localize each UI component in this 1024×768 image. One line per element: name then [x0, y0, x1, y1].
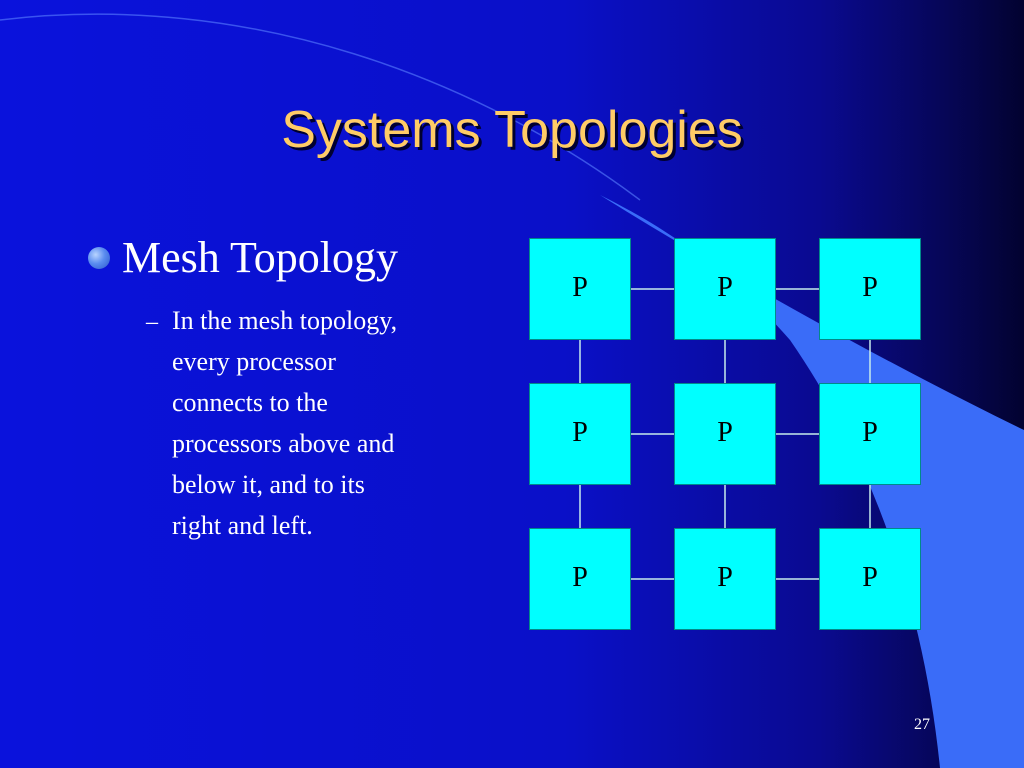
sub-bullet-line: right and left. [172, 511, 313, 540]
sub-bullet-line: processors above and [172, 429, 395, 458]
processor-node: P [819, 383, 921, 485]
sub-bullet-line: In the mesh topology, [172, 306, 398, 335]
bullet-text: Mesh Topology [122, 233, 399, 282]
swoosh-line [0, 13, 641, 201]
slide-title: Systems Topologies [281, 101, 743, 159]
page-number: 27 [914, 716, 930, 733]
processor-node: P [529, 238, 631, 340]
bullet-dot-icon [88, 246, 110, 269]
sub-bullet-dash: – [146, 309, 158, 335]
processor-node: P [819, 528, 921, 630]
bullet-mesh-topology: Mesh Topology [88, 232, 398, 283]
sub-bullet-line: connects to the [172, 388, 328, 417]
processor-node: P [674, 383, 776, 485]
processor-node: P [529, 528, 631, 630]
processor-node: P [674, 528, 776, 630]
processor-node: P [819, 238, 921, 340]
sub-bullet-line: every processor [172, 347, 336, 376]
sub-bullet-text: In the mesh topology, every processor co… [172, 300, 482, 546]
processor-node: P [529, 383, 631, 485]
processor-node: P [674, 238, 776, 340]
sub-bullet-line: below it, and to its [172, 470, 365, 499]
